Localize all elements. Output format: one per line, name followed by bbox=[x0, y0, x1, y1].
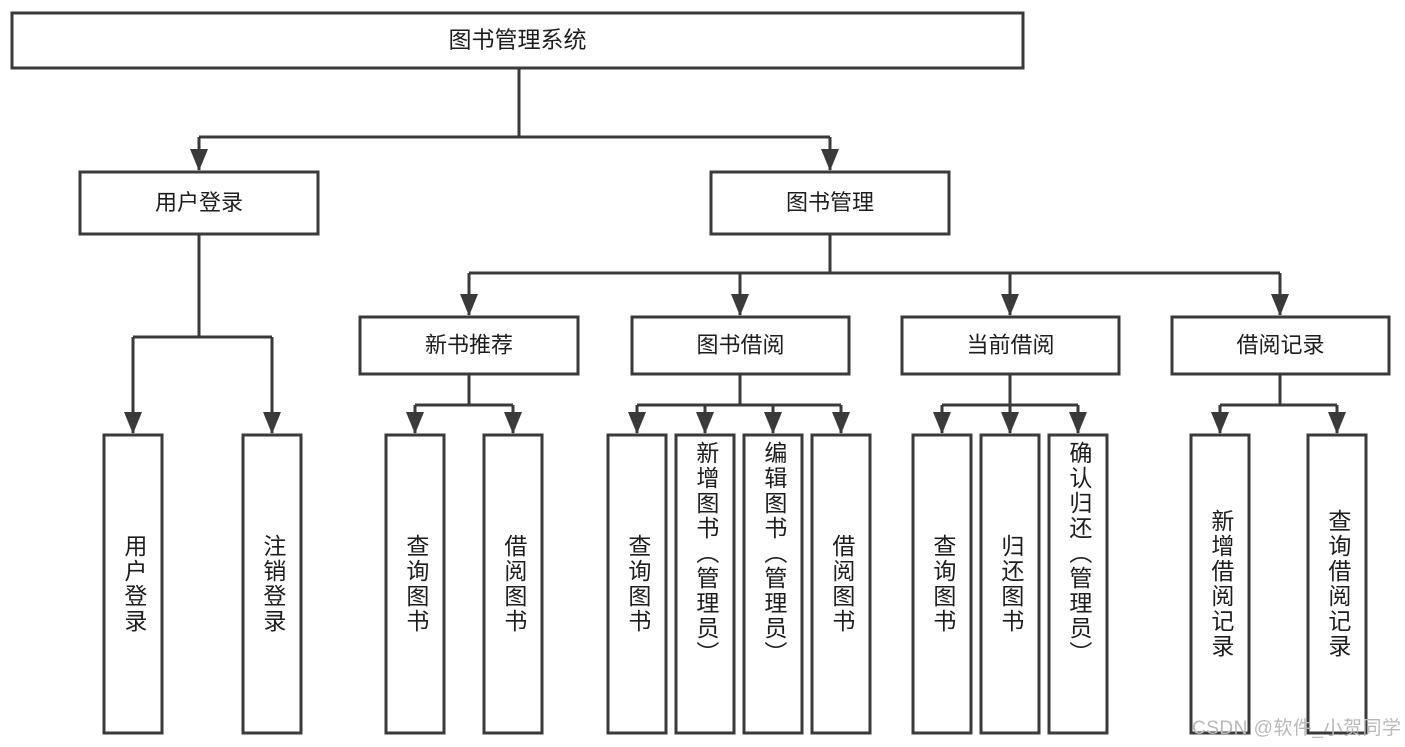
arrow-head-icon bbox=[1328, 412, 1346, 434]
root-node-label: 图书管理系统 bbox=[449, 27, 587, 53]
leaf-node-leaf-add-book[interactable] bbox=[674, 433, 736, 735]
leaf-node-leaf-add-record[interactable] bbox=[1189, 433, 1251, 735]
node-user-login-label: 用户登录 bbox=[155, 190, 243, 215]
leaf-node-leaf-borrow-book-2[interactable] bbox=[810, 433, 872, 735]
leaf-node-leaf-query-book-1[interactable] bbox=[384, 433, 446, 735]
node-book-borrow-label: 图书借阅 bbox=[696, 332, 784, 357]
arrow-head-icon bbox=[1271, 294, 1289, 316]
arrow-head-icon bbox=[190, 149, 208, 171]
node-borrow-records-label: 借阅记录 bbox=[1236, 332, 1324, 357]
arrow-head-icon bbox=[263, 412, 281, 434]
node-current-borrow-label: 当前借阅 bbox=[966, 332, 1054, 357]
leaf-node-leaf-borrow-book-1[interactable] bbox=[482, 433, 544, 735]
arrow-head-icon bbox=[1211, 412, 1229, 434]
leaf-node-leaf-query-book-2[interactable] bbox=[606, 433, 668, 735]
node-current-borrow[interactable] bbox=[900, 315, 1121, 376]
leaf-node-leaf-user-logout[interactable] bbox=[241, 433, 303, 735]
node-book-borrow[interactable] bbox=[630, 315, 851, 376]
arrow-head-icon bbox=[933, 412, 951, 434]
arrow-head-icon bbox=[460, 294, 478, 316]
arrow-head-icon bbox=[1001, 294, 1019, 316]
leaf-node-leaf-confirm-return[interactable] bbox=[1047, 433, 1109, 735]
arrow-head-icon bbox=[832, 412, 850, 434]
leaf-node-leaf-query-record[interactable] bbox=[1306, 433, 1368, 735]
node-user-login[interactable] bbox=[78, 170, 320, 236]
arrow-head-icon bbox=[124, 412, 142, 434]
connector-layer bbox=[124, 68, 1346, 434]
arrow-head-icon bbox=[731, 294, 749, 316]
leaf-node-leaf-user-login[interactable] bbox=[102, 433, 164, 735]
leaf-node-leaf-return-book[interactable] bbox=[979, 433, 1041, 735]
watermark-text: CSDN @软件_小贺同学 bbox=[1192, 718, 1402, 739]
arrow-head-icon bbox=[696, 412, 714, 434]
node-new-book-recommend[interactable] bbox=[358, 315, 580, 376]
arrow-head-icon bbox=[406, 412, 424, 434]
arrow-head-icon bbox=[821, 149, 839, 171]
arrow-head-icon bbox=[1069, 412, 1087, 434]
arrow-head-icon bbox=[628, 412, 646, 434]
root-node[interactable] bbox=[10, 11, 1025, 70]
node-borrow-records[interactable] bbox=[1170, 315, 1391, 376]
leaf-node-leaf-query-book-3[interactable] bbox=[911, 433, 973, 735]
leaf-node-leaf-edit-book[interactable] bbox=[742, 433, 804, 735]
arrow-head-icon bbox=[504, 412, 522, 434]
node-book-management[interactable] bbox=[709, 170, 951, 236]
node-book-management-label: 图书管理 bbox=[786, 190, 874, 215]
node-new-book-recommend-label: 新书推荐 bbox=[425, 332, 513, 357]
arrow-head-icon bbox=[764, 412, 782, 434]
arrow-head-icon bbox=[1001, 412, 1019, 434]
